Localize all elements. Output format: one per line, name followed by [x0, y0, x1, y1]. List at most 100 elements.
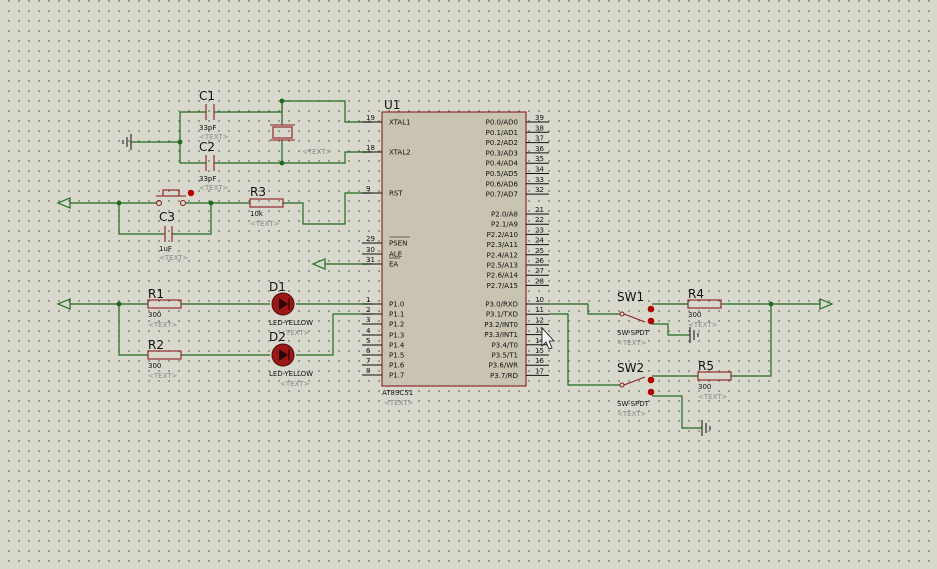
arrow-cursor-icon — [541, 326, 555, 350]
pin-label: ALE — [389, 251, 402, 259]
junction-dots — [116, 98, 774, 307]
pin-number: 34 — [535, 166, 544, 174]
component-ref: C3 — [159, 210, 175, 224]
text-placeholder: <TEXT> — [698, 393, 728, 401]
pin-label: P3.3/INT1 — [484, 331, 518, 339]
switch-sw1[interactable]: SW1 SW-SPDT <TEXT> — [617, 290, 655, 347]
microcontroller-u1[interactable]: U1 AT89C51 <TEXT> 19XTAL118XTAL29RST29PS… — [362, 98, 549, 407]
chip-pin[interactable]: 5P1.4 — [362, 337, 405, 350]
pin-number: 35 — [535, 155, 544, 163]
capacitor-c3[interactable]: C3 1uF <TEXT> — [159, 210, 189, 262]
pin-state-dot — [647, 376, 655, 384]
pin-label: P0.0/AD0 — [486, 119, 518, 127]
pin-label: P2.2/A10 — [487, 231, 518, 239]
pin-number: 11 — [535, 306, 544, 314]
pin-number: 22 — [535, 216, 544, 224]
pin-label: P1.2 — [389, 321, 404, 329]
text-placeholder: <TEXT> — [617, 339, 647, 347]
text-placeholder: <TEXT> — [250, 220, 280, 228]
ground-icon — [689, 327, 699, 343]
terminal-arrow-icon — [56, 298, 71, 310]
component-value: 300 — [148, 311, 161, 319]
chip-pin[interactable]: 3P1.2 — [362, 316, 404, 329]
chip-pin[interactable]: 2P1.1 — [362, 306, 404, 319]
pin-number: 10 — [535, 296, 544, 304]
resistor-r3[interactable]: R3 10k <TEXT> — [249, 185, 284, 228]
pin-number: 21 — [535, 206, 544, 214]
reset-push-button[interactable] — [155, 189, 195, 207]
pin-label: RST — [389, 190, 403, 198]
switch-sw2[interactable]: SW2 SW-SPDT <TEXT> — [617, 361, 655, 418]
chip-pin[interactable]: 8P1.7 — [362, 367, 404, 380]
text-placeholder: <TEXT> — [199, 184, 229, 192]
resistor-r5[interactable]: R5 300 <TEXT> — [697, 359, 732, 401]
chip-pin[interactable]: 1P1.0 — [362, 296, 404, 309]
pin-label: P0.2/AD2 — [486, 139, 518, 147]
pin-number: 17 — [535, 367, 544, 375]
chip-pin[interactable]: 7P1.6 — [362, 357, 405, 370]
led-d2[interactable]: D2 LED-YELLOW <TEXT> — [269, 330, 313, 388]
crystal[interactable]: <TEXT> — [270, 124, 332, 156]
pin-label: P2.3/A11 — [487, 241, 518, 249]
pin-label: P3.0/RXD — [485, 301, 518, 309]
component-ref: SW2 — [617, 361, 644, 375]
chip-pin[interactable]: 4P1.3 — [362, 327, 404, 340]
resistor-r4[interactable]: R4 300 <TEXT> — [687, 287, 722, 329]
pin-label: P2.5/A13 — [487, 262, 518, 270]
pin-label: P3.7/RD — [490, 372, 518, 380]
component-value: 300 — [698, 383, 711, 391]
component-ref: D1 — [269, 280, 286, 294]
pin-label: XTAL1 — [389, 119, 411, 127]
component-ref: R3 — [250, 185, 266, 199]
component-ref: R2 — [148, 338, 164, 352]
pin-number: 5 — [366, 337, 370, 345]
capacitor-c1[interactable]: C1 33pF <TEXT> — [199, 89, 229, 141]
resistor-r2[interactable]: R2 300 <TEXT> — [147, 338, 182, 380]
capacitor-c2[interactable]: C2 33pF <TEXT> — [199, 140, 229, 192]
pin-label: XTAL2 — [389, 149, 411, 157]
pin-number: 23 — [535, 226, 544, 234]
led-d1[interactable]: D1 LED-YELLOW <TEXT> — [269, 280, 313, 337]
pin-number: 6 — [366, 347, 371, 355]
pin-number: 30 — [366, 246, 375, 254]
text-placeholder: <TEXT> — [384, 399, 414, 407]
resistor-r1[interactable]: R1 300 <TEXT> — [147, 287, 182, 329]
component-value: SW-SPDT — [617, 400, 650, 408]
ground-icon — [122, 134, 132, 150]
text-placeholder: <TEXT> — [302, 148, 332, 156]
chip-pin[interactable]: 6P1.5 — [362, 347, 404, 360]
pin-label: P0.3/AD3 — [486, 149, 518, 157]
